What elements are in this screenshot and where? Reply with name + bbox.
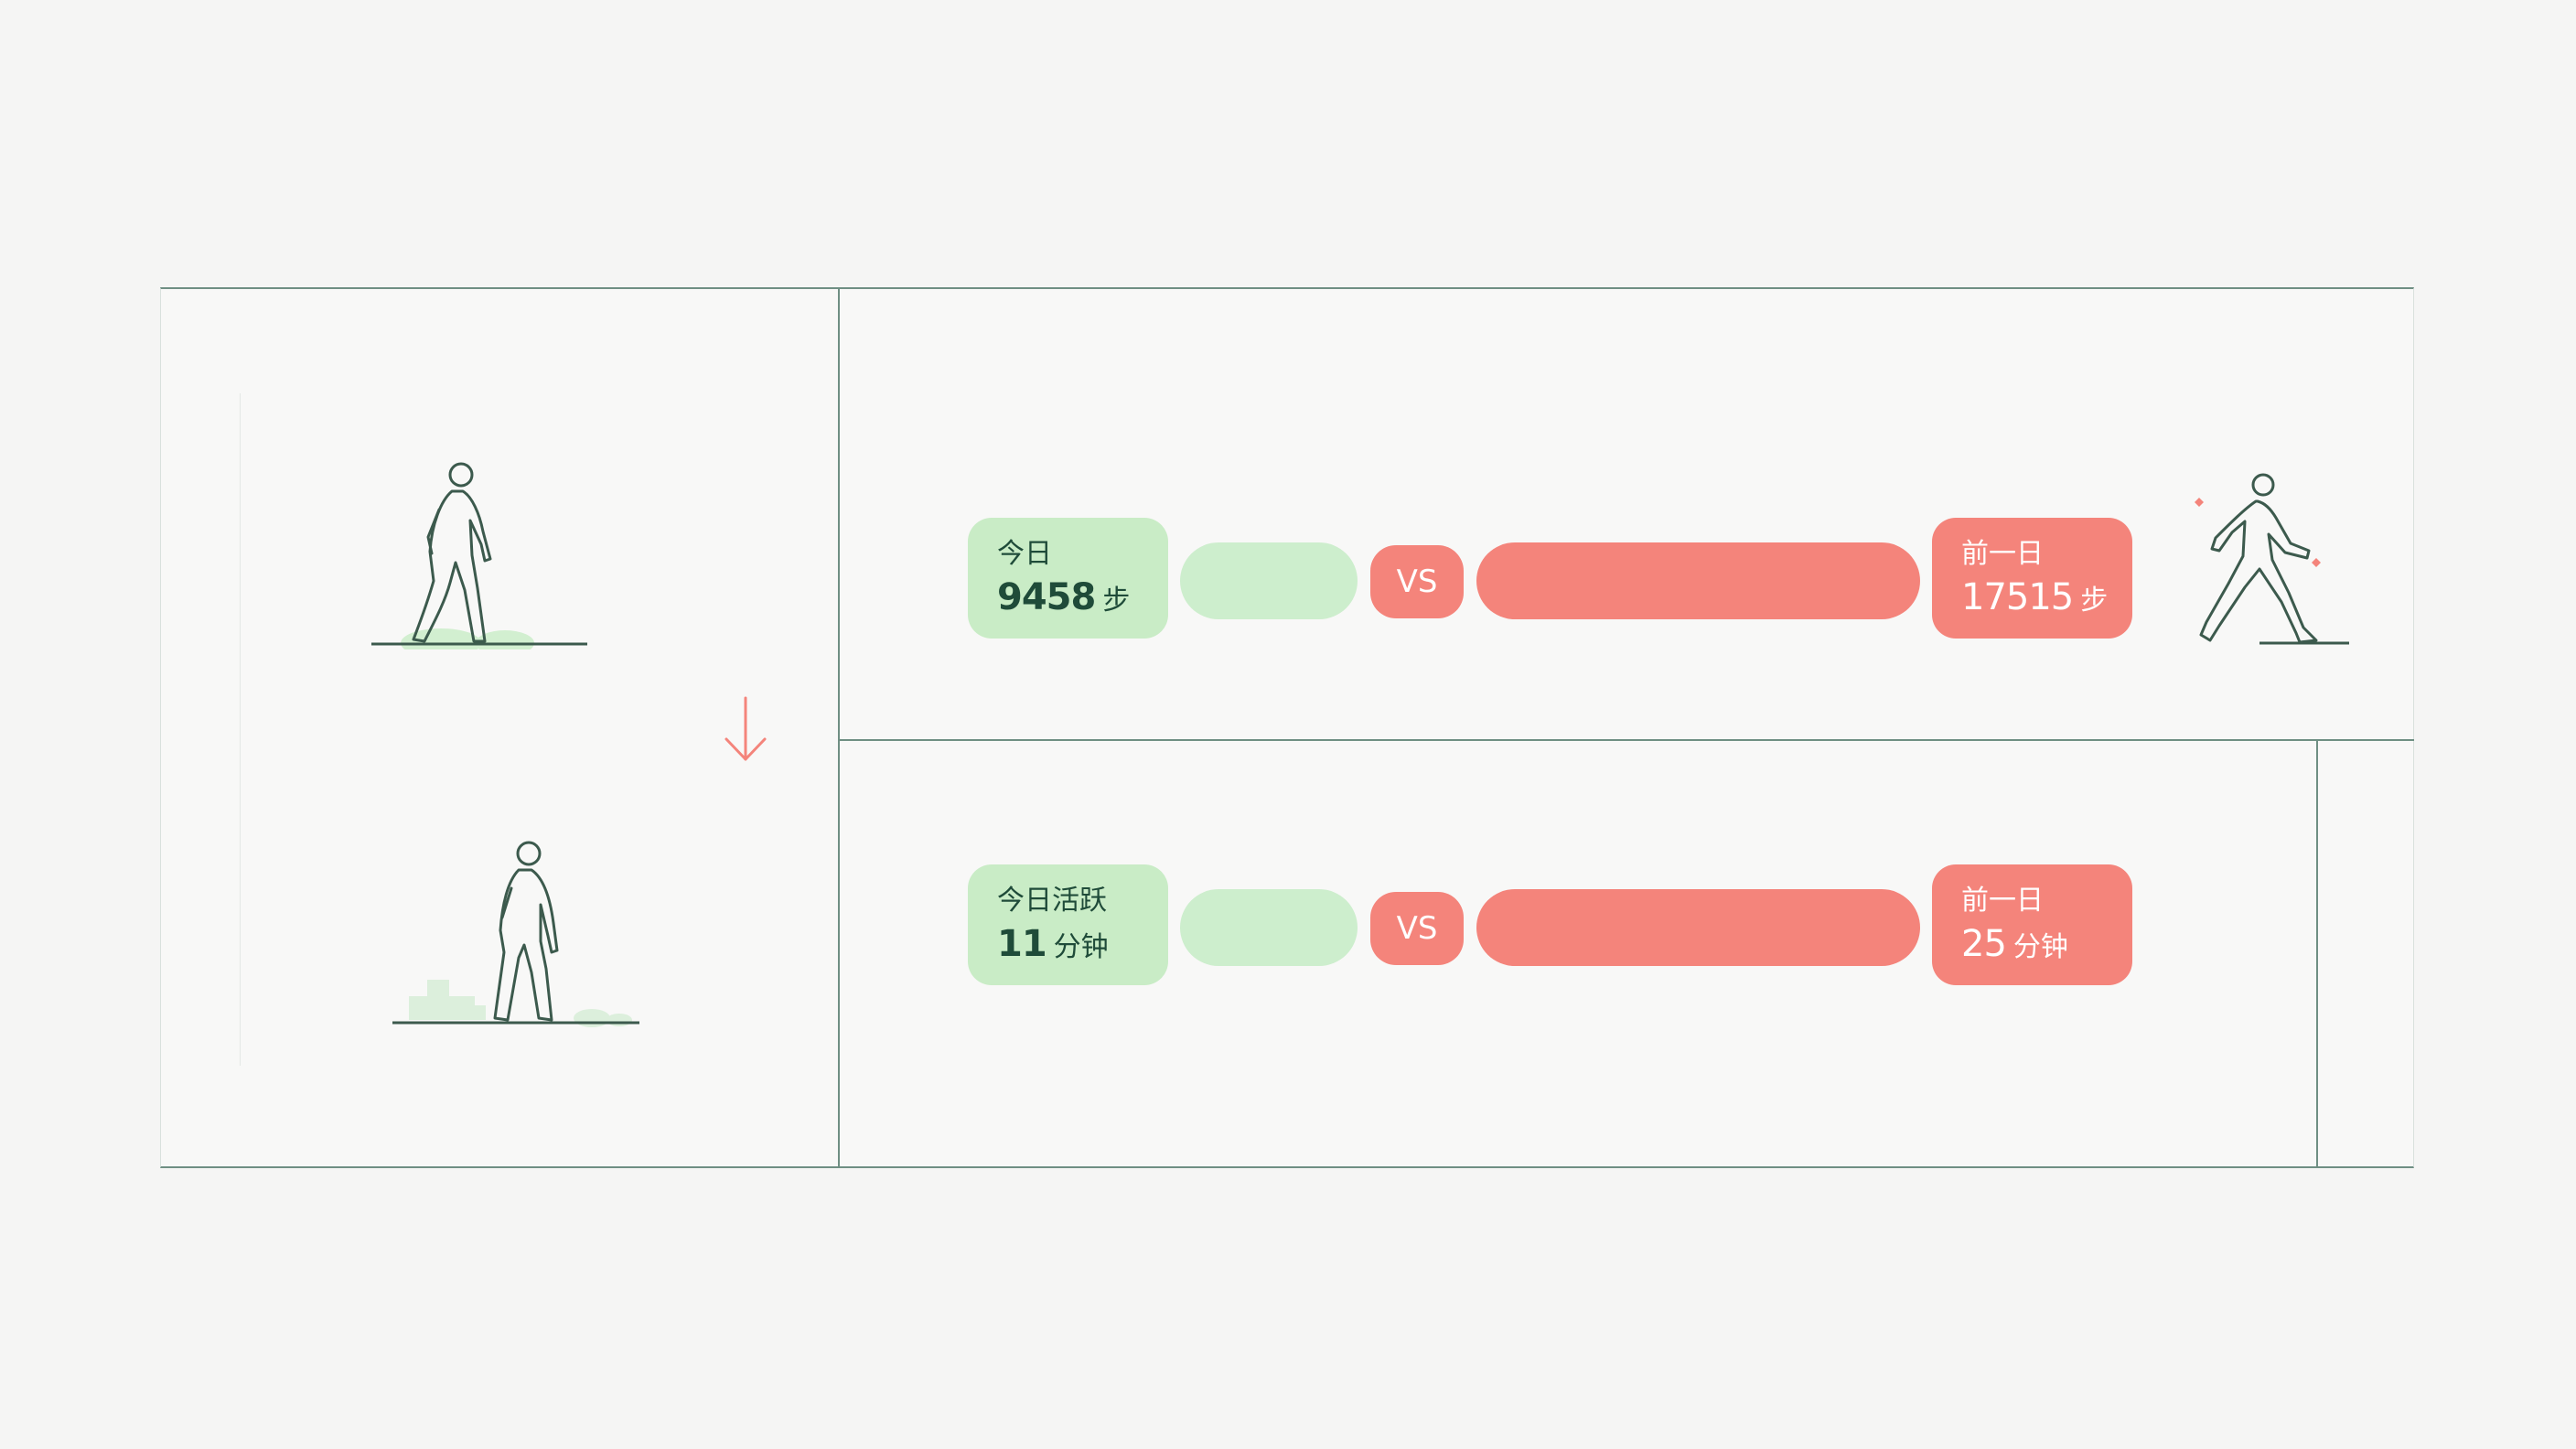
previous-steps-unit: 步 (2080, 585, 2109, 617)
previous-steps-bar (1476, 542, 1920, 619)
brisk-walking-person-icon (2195, 473, 2349, 645)
steps-vs-badge: VS (1370, 545, 1464, 618)
previous-active-value: 25 (1961, 923, 2007, 965)
today-active-value: 11 (997, 923, 1047, 965)
today-active-bar (1180, 889, 1358, 966)
today-steps-label: 今日 (997, 538, 1052, 570)
column-divider (838, 287, 840, 1168)
today-active-label: 今日活跃 (997, 885, 1107, 917)
previous-active-bar (1476, 889, 1920, 966)
comparison-panel (160, 287, 2414, 1168)
previous-active-unit: 分钟 (2012, 931, 2068, 963)
walking-person-icon (371, 462, 587, 649)
previous-steps-label: 前一日 (1961, 538, 2044, 570)
bottom-right-divider (2316, 739, 2318, 1168)
guide-line (240, 393, 241, 1066)
row-divider (838, 739, 2414, 741)
arrow-down-icon (724, 696, 767, 761)
previous-active-label: 前一日 (1961, 885, 2044, 917)
previous-steps-value: 17515 (1961, 576, 2074, 618)
today-steps-unit: 步 (1102, 585, 1131, 617)
today-steps-bar (1180, 542, 1358, 619)
today-steps-value: 9458 (997, 576, 1096, 618)
today-active-unit: 分钟 (1053, 931, 1109, 963)
walking-person-icon (392, 841, 639, 1027)
active-vs-badge: VS (1370, 892, 1464, 965)
